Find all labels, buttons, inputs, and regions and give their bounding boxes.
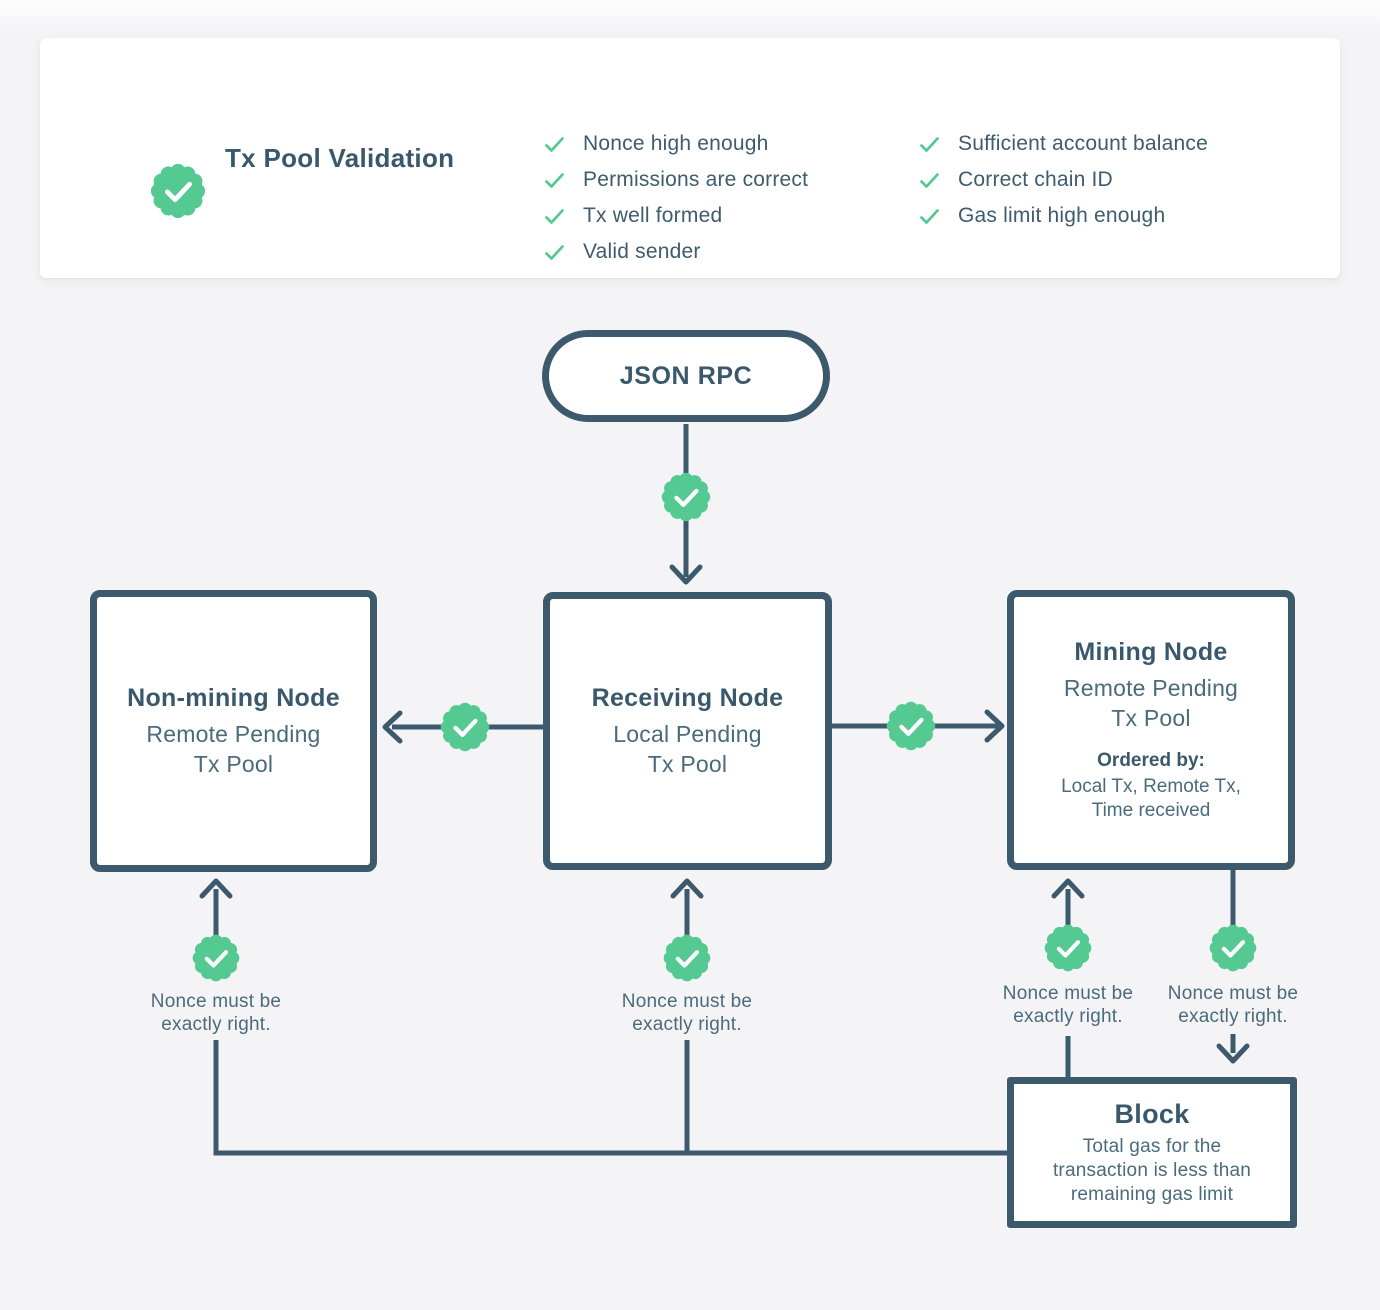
seal-check-icon (1208, 923, 1258, 973)
node-title: Mining Node (1074, 637, 1228, 666)
nonce-note: Nonce must be exactly right. (1002, 983, 1134, 1027)
seal-check-icon (439, 701, 491, 753)
card-title: Tx Pool Validation (225, 142, 455, 173)
seal-check-icon (1043, 923, 1093, 973)
nonce-note: Nonce must be exactly right. (150, 991, 282, 1035)
seal-check-icon (662, 933, 712, 983)
ordered-by-section: Ordered by: Local Tx, Remote Tx, Time re… (1061, 750, 1241, 823)
checklist-item: Nonce high enough (543, 126, 808, 162)
block-node: Block Total gas for the transaction is l… (1007, 1077, 1297, 1228)
non-mining-node: Non-mining Node Remote Pending Tx Pool (90, 590, 377, 872)
validation-card: Tx Pool Validation Nonce high enough Per… (40, 38, 1340, 278)
checklist-left: Nonce high enough Permissions are correc… (543, 126, 808, 270)
checklist-item: Gas limit high enough (918, 198, 1208, 234)
arrowhead-up-icon (199, 878, 233, 899)
arrowhead-left-icon (382, 710, 403, 744)
checklist-item-label: Sufficient account balance (958, 132, 1208, 155)
nonce-note: Nonce must be exactly right. (1167, 983, 1299, 1027)
checklist-item: Sufficient account balance (918, 126, 1208, 162)
checklist-item-label: Permissions are correct (583, 168, 809, 191)
checklist-item: Permissions are correct (543, 162, 808, 198)
seal-check-icon (191, 933, 241, 983)
arrowhead-down-icon (669, 564, 703, 585)
node-subtitle: Remote Pending Tx Pool (1063, 674, 1239, 731)
ordered-by-values: Local Tx, Remote Tx, Time received (1061, 775, 1241, 821)
ordered-by-label: Ordered by: (1097, 749, 1205, 771)
seal-check-icon (885, 700, 937, 752)
seal-check-icon (660, 471, 712, 523)
receiving-node: Receiving Node Local Pending Tx Pool (543, 592, 832, 870)
checklist-item-label: Nonce high enough (583, 132, 769, 155)
node-subtitle: Remote Pending Tx Pool (146, 720, 321, 777)
arrowhead-down-icon (1216, 1043, 1250, 1064)
arrowhead-right-icon (984, 709, 1005, 743)
node-title: Non-mining Node (127, 683, 340, 712)
checklist-item: Valid sender (543, 234, 808, 270)
arrowhead-up-icon (670, 878, 704, 899)
node-title: Block (1114, 1098, 1190, 1129)
json-rpc-node: JSON RPC (542, 330, 830, 422)
checklist-right: Sufficient account balance Correct chain… (918, 126, 1208, 234)
arrowhead-up-icon (1051, 878, 1085, 899)
json-rpc-label: JSON RPC (619, 361, 753, 390)
node-title: Receiving Node (591, 683, 784, 712)
block-note: Total gas for the transaction is less th… (1052, 1135, 1252, 1205)
node-subtitle: Local Pending Tx Pool (613, 720, 762, 777)
checklist-item-label: Correct chain ID (958, 168, 1113, 191)
mining-node: Mining Node Remote Pending Tx Pool Order… (1007, 590, 1295, 870)
checklist-item-label: Tx well formed (583, 204, 723, 227)
connector-nonmining-bus-to-block (213, 1040, 1010, 1156)
nonce-note: Nonce must be exactly right. (621, 991, 753, 1035)
checklist-item: Tx well formed (543, 198, 808, 234)
checklist-item-label: Gas limit high enough (958, 204, 1166, 227)
checklist-item: Correct chain ID (918, 162, 1208, 198)
checklist-item-label: Valid sender (583, 240, 701, 263)
